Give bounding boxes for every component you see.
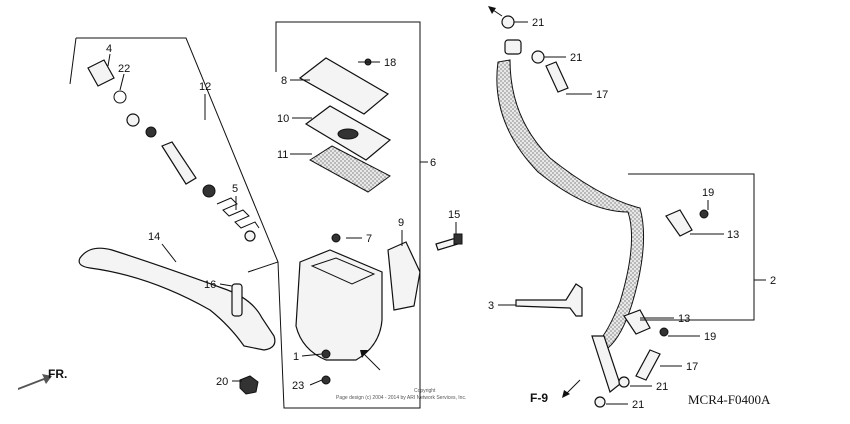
- snap-ring: [113, 90, 127, 104]
- hose-guide-upper: [665, 209, 693, 237]
- label-16: 16: [204, 279, 216, 291]
- label-3: 3: [488, 300, 494, 312]
- label-18: 18: [384, 57, 396, 69]
- dust-boot: [87, 59, 115, 87]
- hose-fitting-bottom: [591, 335, 621, 394]
- lever-pivot-bolt: [231, 283, 243, 317]
- guide-bolt-upper: [699, 209, 709, 219]
- label-2: 2: [770, 275, 776, 287]
- pivot-screw: [331, 233, 341, 243]
- seal-ring: [145, 126, 157, 138]
- diagram-code: MCR4-F0400A: [688, 392, 771, 407]
- washer-bottom-1: [618, 376, 630, 388]
- label-22: 22: [118, 63, 130, 75]
- label-10: 10: [277, 113, 289, 125]
- piston: [161, 141, 197, 185]
- label-19-b: 19: [704, 331, 716, 343]
- label-4: 4: [106, 43, 112, 55]
- label-21-c: 21: [656, 381, 668, 393]
- label-19-a: 19: [702, 187, 714, 199]
- oil-bolt-bottom: [635, 349, 661, 381]
- master-cylinder-frame: [275, 21, 421, 409]
- label-6: 6: [430, 157, 436, 169]
- label-21-d: 21: [632, 399, 644, 411]
- label-13-b: 13: [678, 313, 690, 325]
- label-9: 9: [398, 217, 404, 229]
- spring-seat: [244, 230, 256, 242]
- master-cylinder-body: [295, 249, 383, 361]
- hose-fitting-top: [504, 39, 522, 55]
- washer: [126, 113, 140, 127]
- hose-clamp-bracket: [515, 283, 583, 317]
- switch-screw: [321, 375, 331, 385]
- copyright-line-1: Copyright: [414, 388, 436, 394]
- diaphragm: [309, 145, 391, 193]
- guide-bolt-lower: [659, 327, 669, 337]
- reservoir-cap: [298, 57, 390, 115]
- label-15: 15: [448, 209, 460, 221]
- fr-direction-arrow: [18, 374, 52, 390]
- label-7: 7: [366, 233, 372, 245]
- lever-nut: [239, 375, 259, 395]
- hose-guide-lower: [623, 309, 651, 335]
- direction-label: FR.: [48, 367, 67, 381]
- washer-bottom-2: [594, 396, 606, 408]
- oil-bolt-top: [545, 61, 569, 93]
- label-21-a: 21: [532, 17, 544, 29]
- label-13-a: 13: [727, 229, 739, 241]
- label-17-a: 17: [596, 89, 608, 101]
- spring: [216, 197, 260, 229]
- washer-top-1: [501, 15, 515, 29]
- label-23: 23: [292, 380, 304, 392]
- reference-label: F-9: [530, 391, 548, 405]
- label-1: 1: [293, 351, 299, 363]
- label-20: 20: [216, 376, 228, 388]
- piston-kit-panel: [69, 37, 279, 273]
- washer-top-2: [531, 50, 545, 64]
- label-21-b: 21: [570, 52, 582, 64]
- label-11: 11: [277, 149, 288, 161]
- switch: [321, 349, 331, 359]
- reservoir-clamp: [387, 241, 421, 311]
- brake-lever: [78, 247, 276, 351]
- cup: [202, 184, 216, 198]
- label-5: 5: [232, 183, 238, 195]
- label-8: 8: [281, 75, 287, 87]
- label-14: 14: [148, 231, 160, 243]
- label-12: 12: [199, 81, 211, 93]
- copyright-line-2: Page design (c) 2004 - 2014 by ARI Netwo…: [336, 395, 466, 401]
- label-17-b: 17: [686, 361, 698, 373]
